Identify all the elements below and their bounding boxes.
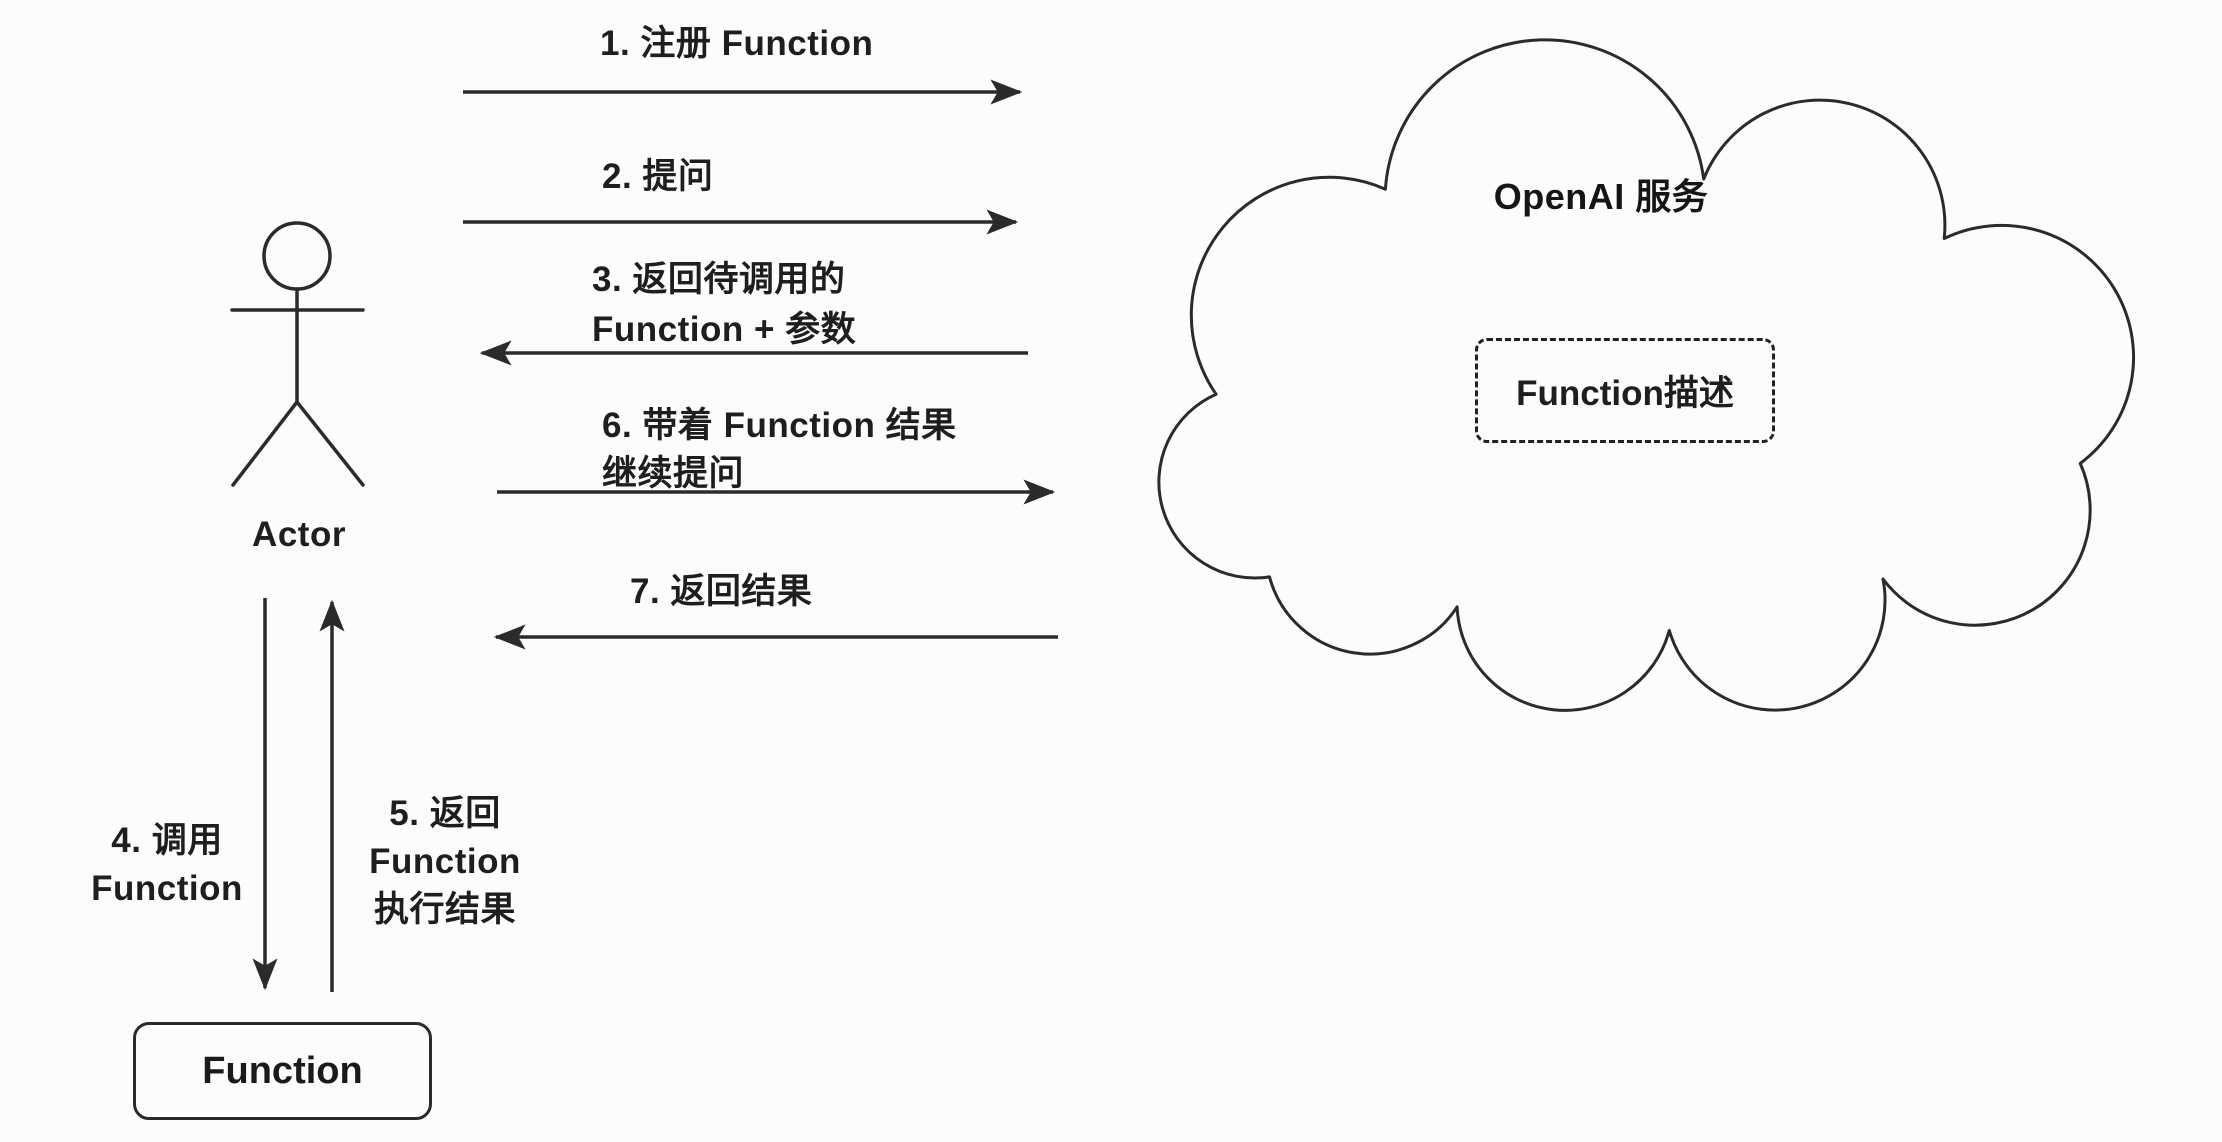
function-box: Function <box>133 1022 432 1120</box>
actor-leg-left <box>231 400 299 487</box>
cloud-title: OpenAI 服务 <box>1493 176 1709 217</box>
step-5-label: 5. 返回 Function 执行结果 <box>369 794 521 929</box>
actor-leg-right <box>295 400 365 487</box>
function-desc-label: Function描述 <box>1516 374 1734 413</box>
step-7-label: 7. 返回结果 <box>630 572 813 611</box>
actor-label: Actor <box>252 515 346 554</box>
step-6-label: 6. 带着 Function 结果 继续提问 <box>602 406 957 493</box>
step-1-label: 1. 注册 Function <box>600 24 874 63</box>
openai-cloud-shape <box>1157 38 2136 712</box>
step-4-label: 4. 调用 Function <box>91 821 243 908</box>
function-box-label: Function <box>202 1049 363 1092</box>
step-2-label: 2. 提问 <box>602 157 714 196</box>
function-desc-box: Function描述 <box>1475 338 1775 443</box>
actor-figure <box>230 221 365 487</box>
step-3-label: 3. 返回待调用的 Function + 参数 <box>592 260 857 349</box>
actor-head <box>262 221 332 291</box>
